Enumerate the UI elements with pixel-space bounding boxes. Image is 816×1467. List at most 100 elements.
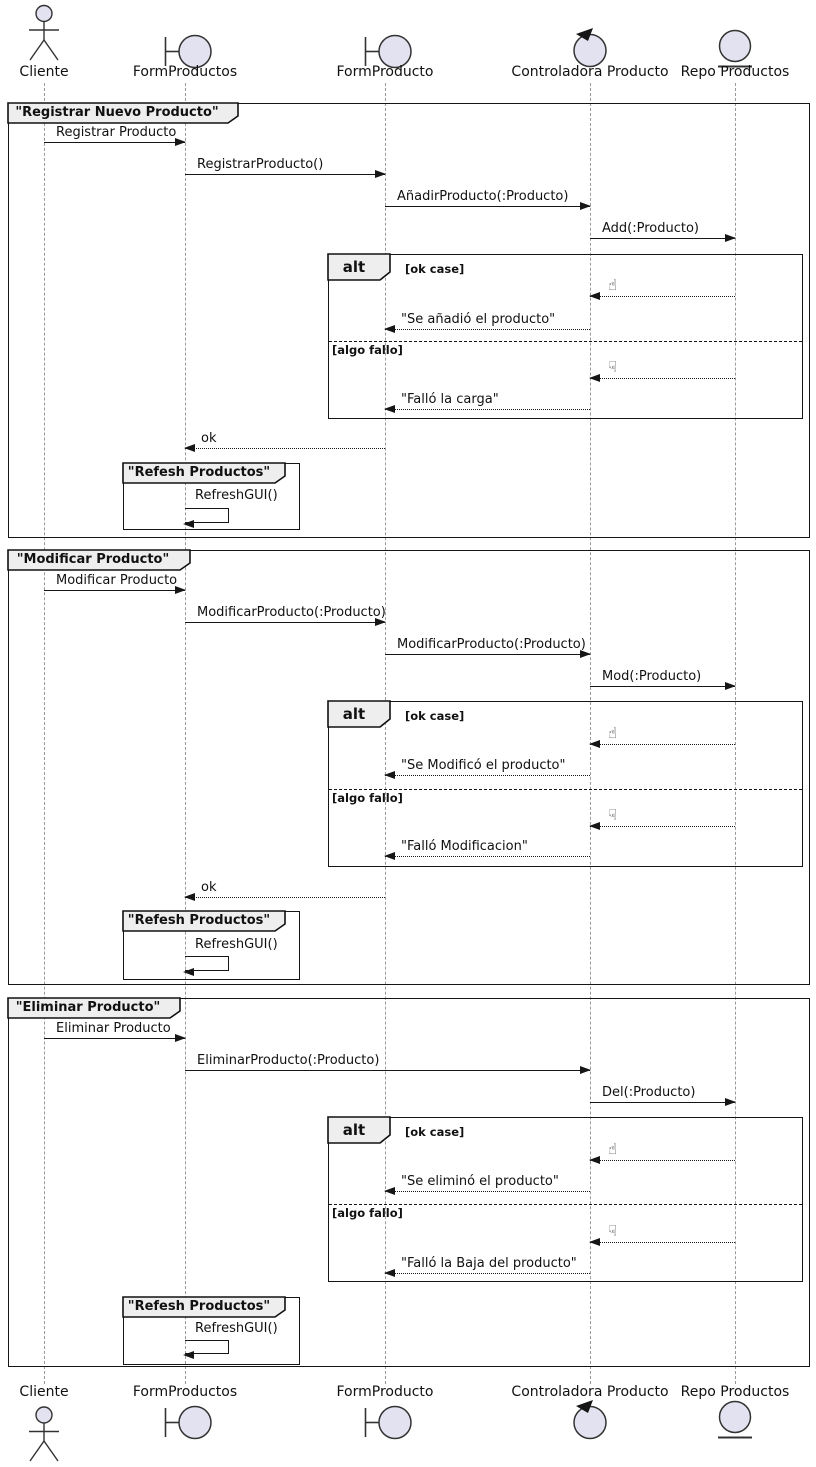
arrow: [44, 138, 186, 146]
message-modificarproducto-1: ModificarProducto(:Producto): [185, 603, 386, 626]
message-label: "Se Modificó el producto": [401, 758, 566, 773]
arrow: [44, 1034, 186, 1042]
message-label-refreshgui: RefreshGUI(): [195, 937, 278, 952]
message-label: ok: [201, 431, 217, 446]
arrow: [589, 1238, 735, 1246]
frame-title: "Refesh Productos": [127, 1299, 271, 1314]
message-thumbs-down-return: ☟: [589, 806, 735, 830]
message-registrarproducto: RegistrarProducto(): [185, 155, 386, 178]
message-thumbs-up-return: ☝: [589, 1141, 735, 1164]
frame-refesh-productos: "Refesh Productos": [122, 462, 300, 530]
participant-label-cliente: Cliente: [19, 1384, 69, 1400]
message-label: RegistrarProducto(): [197, 157, 324, 172]
arrow: [590, 234, 736, 242]
message-se-modifico: "Se Modificó el producto": [384, 756, 590, 779]
frame-title-tab: [7, 102, 239, 124]
lifeline-formproducto: [384, 83, 386, 1384]
participant-label-cliente: Cliente: [19, 64, 69, 80]
participant-label-formproducto: FormProducto: [336, 1384, 434, 1400]
alt-fragment: alt [ok case] [algo fallo]: [327, 253, 803, 419]
frame-title: "Refesh Productos": [127, 465, 271, 480]
frame-title: "Registrar Nuevo Producto": [15, 105, 219, 120]
message-label: ModificarProducto(:Producto): [197, 605, 386, 620]
message-eliminarproducto: EliminarProducto(:Producto): [185, 1051, 591, 1074]
frame-modificar-producto: "Modificar Producto": [7, 549, 810, 985]
arrow: [384, 405, 590, 413]
guard-ok: [ok case]: [405, 1125, 465, 1139]
guard-fail: [algo fallo]: [332, 1206, 403, 1220]
message-label: "Falló Modificacion": [401, 839, 528, 854]
alt-operator: alt: [342, 1121, 366, 1139]
message-modificar-producto: Modificar Producto: [44, 571, 186, 594]
participant-label-repo: Repo Productos: [680, 1384, 790, 1400]
message-label: Registrar Producto: [56, 125, 177, 140]
arrow: [185, 1066, 591, 1074]
lifeline-formproductos: [184, 83, 186, 1384]
frame-title-tab: [122, 462, 286, 484]
guard-fail: [algo fallo]: [332, 343, 403, 357]
message-label: "Falló la Baja del producto": [401, 1256, 577, 1271]
thumbs-up-icon: ☝: [608, 724, 618, 742]
arrow: [384, 1269, 590, 1277]
arrow: [589, 740, 735, 748]
alt-operator-tab: [327, 700, 391, 728]
boundary-icon: [364, 34, 412, 69]
message-label: ModificarProducto(:Producto): [397, 637, 586, 652]
frame-refesh-productos: "Refesh Productos": [122, 910, 300, 980]
alt-operator-tab: [327, 253, 391, 281]
message-label: Del(:Producto): [602, 1085, 696, 1100]
frame-title-tab: [122, 1296, 286, 1318]
message-add-producto: Add(:Producto): [590, 219, 736, 242]
message-label: "Falló la carga": [401, 392, 499, 407]
thumbs-down-icon: ☟: [608, 1222, 618, 1240]
entity-icon: [718, 1400, 752, 1439]
frame-registrar-nuevo-producto: "Registrar Nuevo Producto": [7, 102, 810, 538]
arrow: [385, 650, 591, 658]
arrow: [589, 822, 735, 830]
arrow: [590, 1098, 736, 1106]
message-se-anadio: "Se añadió el producto": [384, 310, 590, 333]
message-label: AñadirProducto(:Producto): [397, 189, 569, 204]
entity-icon: [718, 29, 752, 68]
lifeline-controladora: [589, 83, 591, 1384]
message-thumbs-down-return: ☟: [589, 358, 735, 382]
frame-refesh-productos: "Refesh Productos": [122, 1296, 300, 1365]
arrow: [589, 374, 735, 382]
participant-label-controladora: Controladora Producto: [511, 64, 669, 80]
frame-title: "Eliminar Producto": [15, 1000, 161, 1015]
frame-eliminar-producto: "Eliminar Producto": [7, 997, 810, 1367]
frame-title: "Refesh Productos": [127, 913, 271, 928]
frame-title-tab: [7, 549, 191, 571]
alt-operator: alt: [342, 705, 366, 723]
message-label-refreshgui: RefreshGUI(): [195, 1321, 278, 1336]
arrow: [184, 893, 385, 901]
thumbs-down-icon: ☟: [608, 358, 618, 376]
message-thumbs-down-return: ☟: [589, 1222, 735, 1246]
message-fallo-carga: "Falló la carga": [384, 390, 590, 413]
boundary-icon: [364, 1405, 412, 1440]
arrow: [385, 202, 591, 210]
message-eliminar-producto: Eliminar Producto: [44, 1019, 186, 1042]
arrow: [589, 1156, 735, 1164]
frame-title-tab: [7, 997, 181, 1019]
frame-title: "Modificar Producto": [16, 552, 170, 567]
guard-ok: [ok case]: [405, 262, 465, 276]
message-modificarproducto-2: ModificarProducto(:Producto): [385, 635, 591, 658]
lifeline-repo: [734, 83, 736, 1384]
arrow: [185, 170, 386, 178]
boundary-icon: [164, 34, 212, 69]
participant-label-formproductos: FormProductos: [132, 64, 238, 80]
message-label: Add(:Producto): [602, 221, 700, 236]
arrow: [185, 618, 386, 626]
message-label: EliminarProducto(:Producto): [197, 1053, 380, 1068]
message-ok: ok: [184, 878, 385, 901]
arrow: [384, 1187, 590, 1195]
participant-label-formproductos: FormProductos: [132, 1384, 238, 1400]
participant-label-repo: Repo Productos: [680, 64, 790, 80]
thumbs-down-icon: ☟: [608, 806, 618, 824]
message-registrar-producto: Registrar Producto: [44, 123, 186, 146]
arrow: [44, 586, 186, 594]
actor-icon: [29, 1406, 59, 1462]
alt-divider: [329, 341, 802, 342]
